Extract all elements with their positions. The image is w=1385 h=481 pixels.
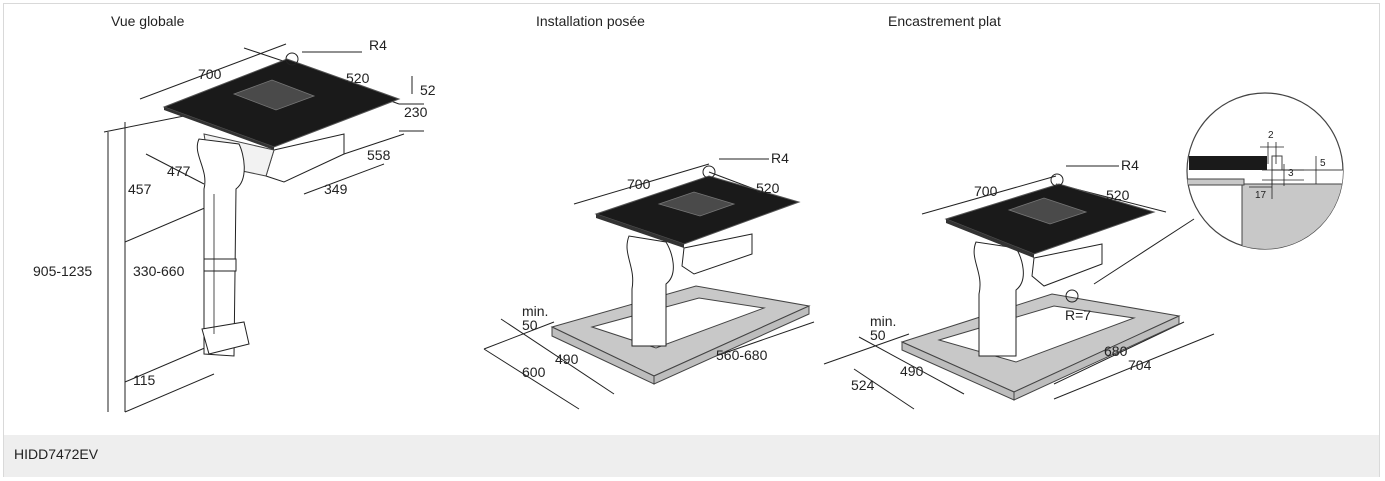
detail-label-depth: 3	[1288, 168, 1294, 179]
detail-label-gap: 2	[1268, 130, 1274, 141]
label-base-height: 115	[133, 372, 156, 388]
label-height-top: 230	[404, 104, 428, 120]
label-inner-depth-3: 490	[900, 363, 924, 379]
detail-circle: 2 3 5 17	[1186, 92, 1344, 250]
label-upper-height: 457	[128, 181, 152, 197]
label-thickness: 52	[420, 82, 436, 98]
label-depth-3: 520	[1106, 187, 1130, 203]
view-global: Vue globale	[33, 13, 436, 413]
label-cutout-width: 560-680	[716, 347, 768, 363]
label-box-width: 558	[367, 147, 391, 163]
view-flush: Encastrement plat	[823, 13, 1215, 410]
label-box-depth: 349	[324, 181, 348, 197]
label-depth-2: 520	[756, 180, 780, 196]
label-inner-width-3: 680	[1104, 343, 1128, 359]
label-r4-2: R4	[771, 150, 789, 166]
label-inner-depth: 490	[555, 351, 579, 367]
label-radius: R=7	[1065, 307, 1091, 323]
label-min: min.	[522, 303, 548, 319]
label-total-height: 905-1235	[33, 263, 92, 279]
label-width-3: 700	[974, 183, 998, 199]
label-r4-3: R4	[1121, 157, 1139, 173]
detail-label-ledge: 17	[1255, 190, 1267, 201]
diagram-frame: Vue globale	[3, 3, 1380, 477]
model-footer: HIDD7472EV	[4, 435, 1379, 477]
view-installation: Installation posée R4	[483, 13, 815, 410]
label-min-value: 50	[522, 317, 538, 333]
label-box-offset: 477	[167, 163, 191, 179]
label-r4: R4	[369, 37, 387, 53]
view-title-flush: Encastrement plat	[888, 13, 1001, 29]
model-number: HIDD7472EV	[14, 446, 99, 462]
label-width: 700	[198, 66, 222, 82]
label-min-3: min.	[870, 313, 896, 329]
label-min-value-3: 50	[870, 327, 886, 343]
label-outer-depth: 600	[522, 364, 546, 380]
view-title-installation: Installation posée	[536, 13, 645, 29]
label-outer-depth-3: 524	[851, 377, 875, 393]
view-title-global: Vue globale	[111, 13, 185, 29]
detail-label-thickness: 5	[1320, 158, 1326, 169]
label-width-2: 700	[627, 176, 651, 192]
technical-drawing: Vue globale	[33, 13, 1344, 413]
label-column-height: 330-660	[133, 263, 185, 279]
label-depth: 520	[346, 70, 370, 86]
label-outer-width-3: 704	[1128, 357, 1152, 373]
